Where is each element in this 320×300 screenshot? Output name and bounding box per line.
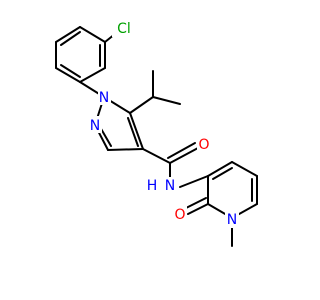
bond: [207, 161, 233, 177]
bond: [55, 26, 81, 43]
bond: [152, 96, 181, 105]
bond: [142, 148, 171, 164]
amide-hydrogen-label: H: [147, 178, 158, 194]
bond: [212, 167, 233, 180]
bond: [187, 203, 209, 215]
bond: [129, 112, 144, 150]
amide-oxygen-label: O: [198, 137, 209, 153]
bond: [60, 31, 81, 46]
chlorine-atom-label: Cl: [117, 21, 131, 37]
bond: [79, 67, 106, 83]
pyrazole-n1-label: N: [99, 90, 109, 106]
pyrazole-n2-label: N: [90, 118, 100, 134]
bond: [55, 67, 81, 83]
molecule-structure: Cl N N O N H O N: [55, 19, 258, 247]
bond: [167, 142, 196, 159]
atom-labels: Cl N N O N H O N: [89, 19, 239, 228]
bond: [60, 64, 81, 78]
pyridone-nitrogen-label: N: [227, 212, 237, 228]
pyridone-oxygen-label: O: [174, 207, 185, 223]
bond: [129, 96, 154, 114]
bond: [169, 147, 199, 164]
bond: [179, 175, 209, 188]
bond: [231, 161, 258, 177]
bond: [79, 26, 106, 43]
structure-canvas: Cl N N O N H O N: [55, 19, 258, 247]
bond: [107, 148, 144, 151]
amide-nitrogen-label: N: [165, 178, 175, 194]
bond: [127, 117, 139, 147]
bond: [185, 197, 207, 209]
